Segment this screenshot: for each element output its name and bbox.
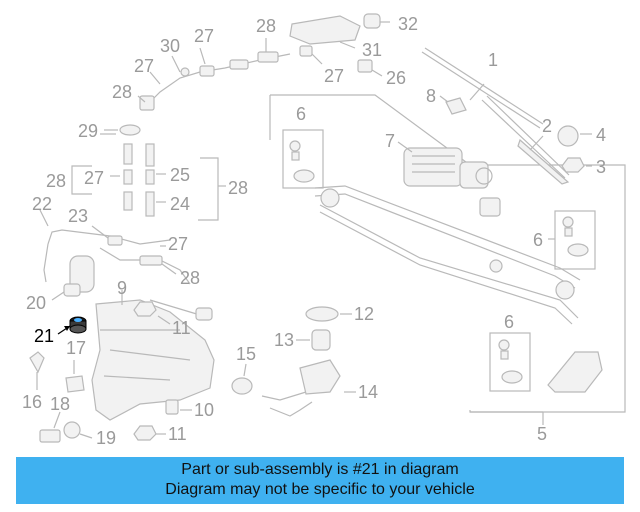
callout-22: 22 [32, 194, 52, 214]
callout-28-c: 28 [46, 171, 66, 191]
callout-16: 16 [22, 392, 42, 412]
callout-27-b: 27 [134, 56, 154, 76]
callout-9: 9 [117, 278, 127, 298]
part-21-cap [69, 316, 87, 334]
nozzle-12 [305, 306, 339, 322]
nut-3 [561, 157, 585, 173]
callout-26: 26 [386, 68, 406, 88]
grommet-17 [65, 375, 85, 393]
box-6-b [554, 210, 596, 270]
callout-5: 5 [537, 424, 547, 444]
banner-line-1: Part or sub-assembly is #21 in diagram [181, 461, 459, 478]
callout-27-d: 27 [84, 168, 104, 188]
callout-13: 13 [274, 330, 294, 350]
callout-28-d: 28 [228, 178, 248, 198]
callout-1: 1 [488, 50, 498, 70]
callout-6-c: 6 [504, 312, 514, 332]
callout-24: 24 [170, 194, 190, 214]
callout-23: 23 [68, 206, 88, 226]
callout-8: 8 [426, 86, 436, 106]
callout-25: 25 [170, 165, 190, 185]
callout-28-e: 28 [180, 268, 200, 288]
callout-27-e: 27 [168, 234, 188, 254]
box-6-a [282, 129, 324, 189]
callout-10: 10 [194, 400, 214, 420]
callout-14: 14 [358, 382, 378, 402]
callout-30: 30 [160, 36, 180, 56]
callout-27-c: 27 [324, 66, 344, 86]
wiper-linkage [314, 185, 581, 325]
callout-15: 15 [236, 344, 256, 364]
callout-17: 17 [66, 338, 86, 358]
callout-28-b: 28 [112, 82, 132, 102]
callout-27-a: 27 [194, 26, 214, 46]
callout-6-a: 6 [296, 104, 306, 124]
callout-12: 12 [354, 304, 374, 324]
callout-18: 18 [50, 394, 70, 414]
cap-4 [557, 125, 579, 147]
grommet-15 [231, 377, 253, 395]
info-banner: Part or sub-assembly is #21 in diagram D… [16, 457, 624, 504]
bracket [547, 351, 603, 393]
callout-28-a: 28 [256, 16, 276, 36]
callout-11-b: 11 [168, 424, 187, 444]
callout-4: 4 [596, 125, 606, 145]
callout-2: 2 [542, 116, 552, 136]
callout-32: 32 [398, 14, 418, 34]
grommet-19 [63, 421, 81, 439]
callout-19: 19 [96, 428, 116, 448]
hose-lower [47, 229, 171, 245]
callout-11-a: 11 [172, 318, 191, 338]
pump-14 [299, 359, 341, 395]
pump [69, 255, 95, 293]
wiper-blade [421, 47, 570, 185]
connector-18 [39, 429, 61, 443]
part-13 [311, 329, 331, 351]
box-6-c [489, 332, 531, 392]
part-32 [363, 13, 381, 29]
callout-6-b: 6 [533, 230, 543, 250]
part-26 [357, 59, 373, 73]
callout-29: 29 [78, 121, 98, 141]
banner-line-2: Diagram may not be specific to your vehi… [165, 481, 475, 498]
grommet-8 [445, 97, 467, 115]
cover-31 [289, 15, 361, 45]
callout-7: 7 [385, 131, 395, 151]
callout-20: 20 [26, 293, 46, 313]
callout-31: 31 [362, 40, 382, 60]
callout-3: 3 [596, 157, 606, 177]
wiper-motor [403, 147, 493, 189]
callout-21: 21 [34, 326, 54, 346]
